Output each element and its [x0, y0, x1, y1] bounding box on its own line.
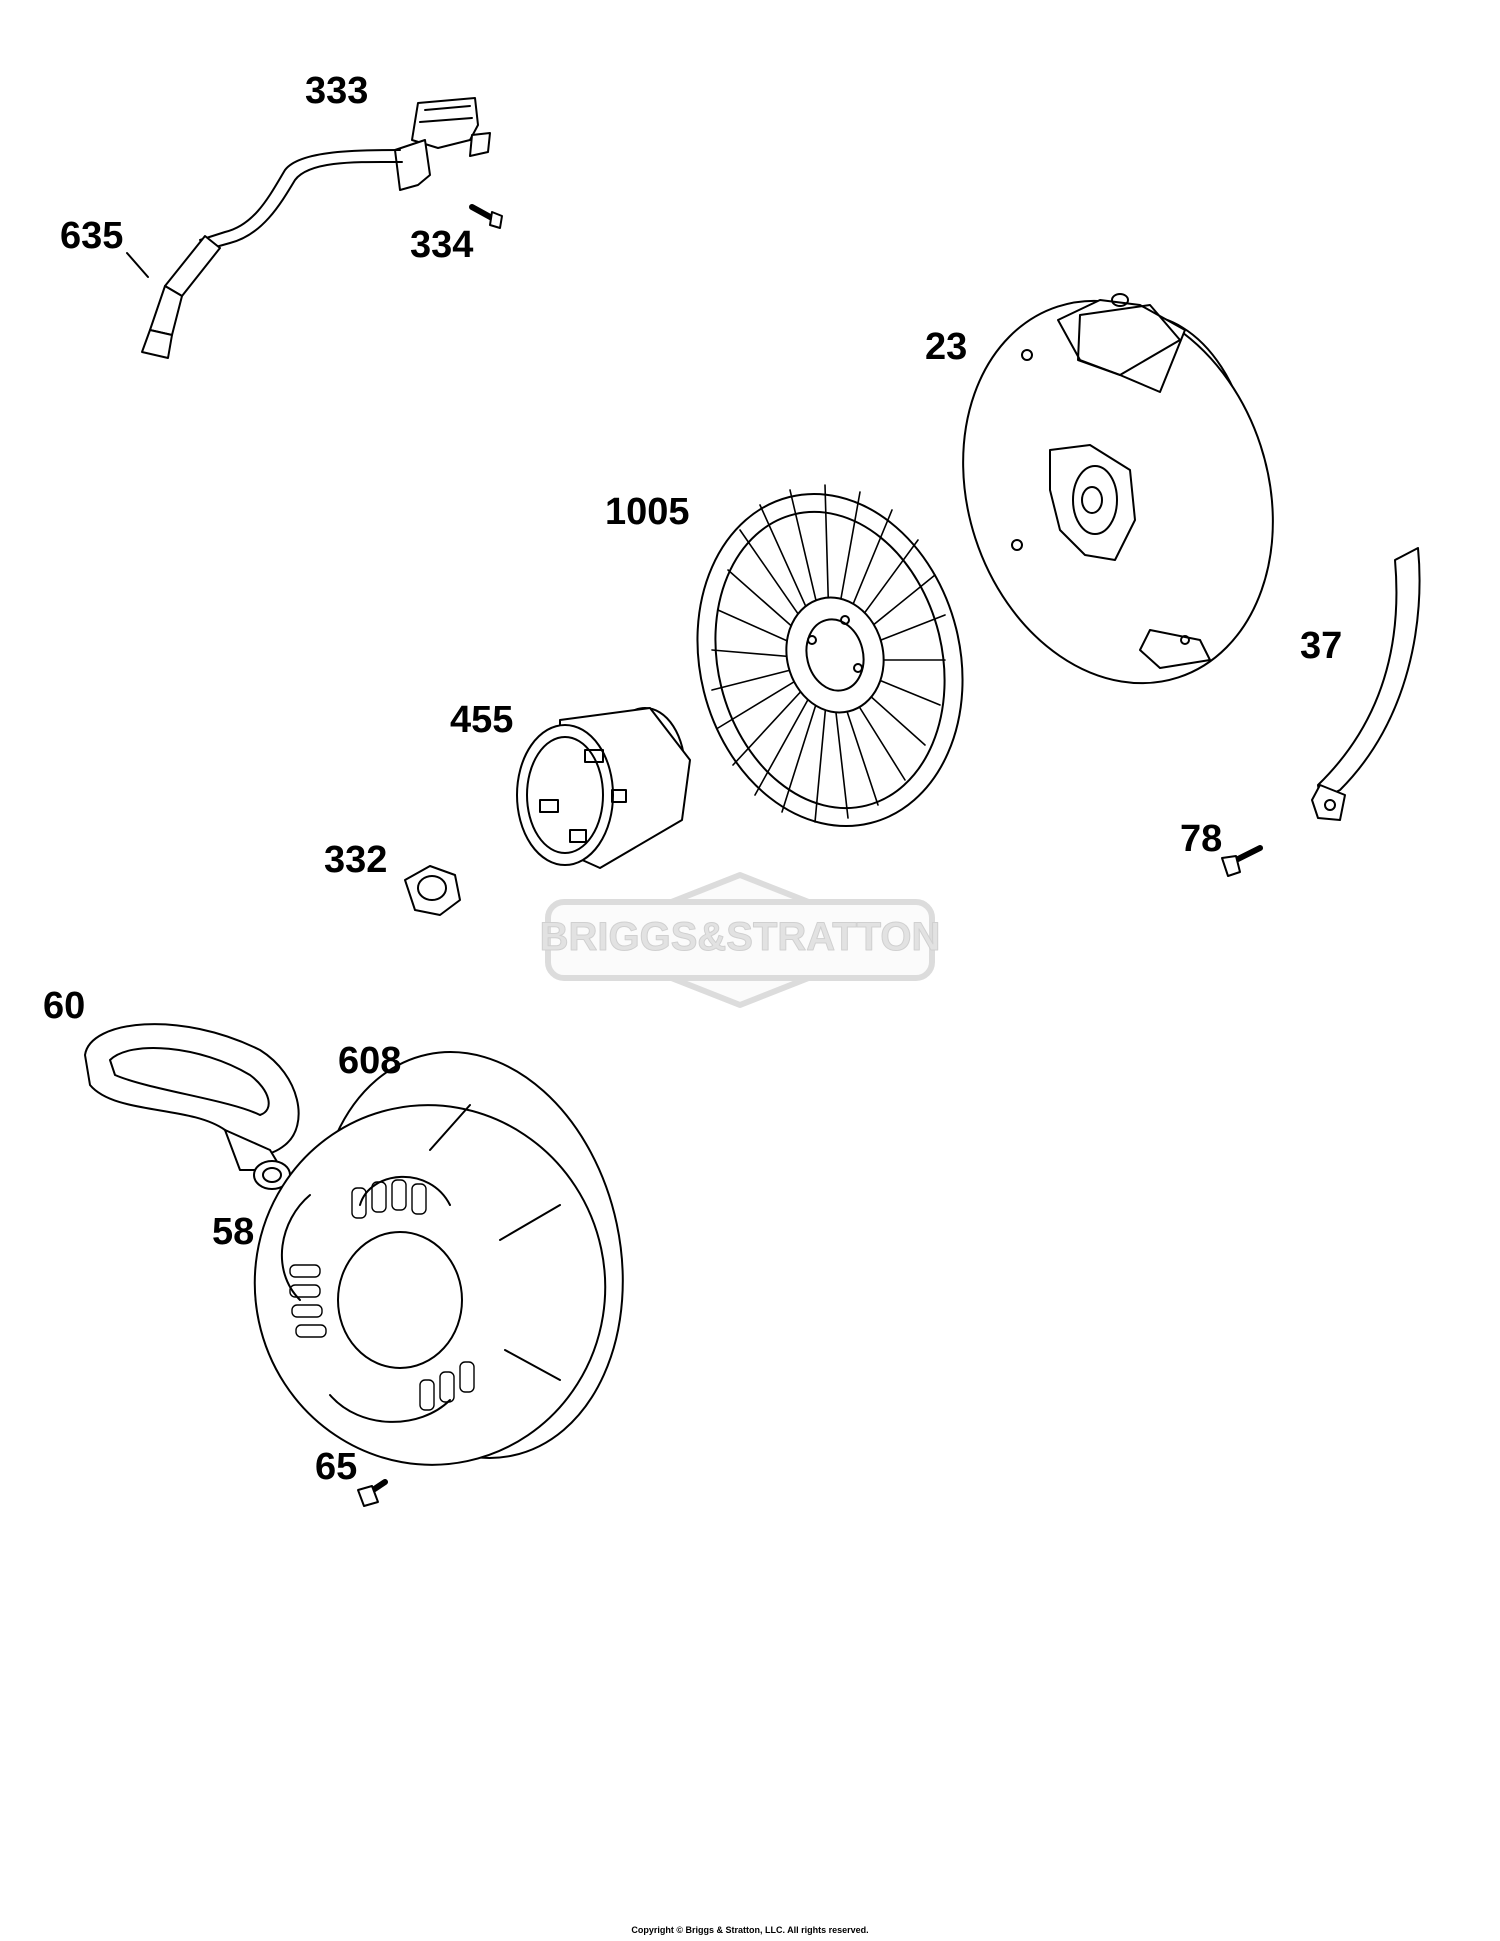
starter-cup-icon [516, 707, 691, 869]
callout-635: 635 [60, 215, 124, 257]
callout-1005: 1005 [605, 491, 690, 533]
spark-plug-boot-icon [126, 235, 221, 359]
callout-65: 65 [315, 1446, 358, 1488]
callout-333: 333 [305, 70, 369, 112]
bracket-icon [1311, 547, 1421, 821]
brand-watermark: BRIGGS&STRATTON [539, 872, 941, 1008]
flywheel-icon [962, 293, 1274, 685]
screw-icon [469, 204, 503, 229]
callout-37: 37 [1300, 625, 1343, 667]
fan-icon [696, 484, 964, 828]
copyright-footer: Copyright © Briggs & Stratton, LLC. All … [631, 1925, 869, 1935]
callout-78: 78 [1180, 818, 1223, 860]
callout-23: 23 [925, 326, 968, 368]
callout-455: 455 [450, 699, 514, 741]
handle-icon [84, 1023, 300, 1171]
nut-icon [404, 865, 461, 916]
callout-608: 608 [338, 1040, 402, 1082]
screw-icon [1221, 845, 1263, 877]
ignition-coil-icon [199, 97, 491, 251]
screw-icon [357, 1479, 388, 1507]
watermark-text: BRIGGS&STRATTON [540, 915, 941, 959]
callout-332: 332 [324, 839, 388, 881]
callout-334: 334 [410, 224, 474, 266]
callout-60: 60 [43, 985, 86, 1027]
callout-58: 58 [212, 1211, 255, 1253]
rewind-starter-icon [253, 1051, 624, 1466]
